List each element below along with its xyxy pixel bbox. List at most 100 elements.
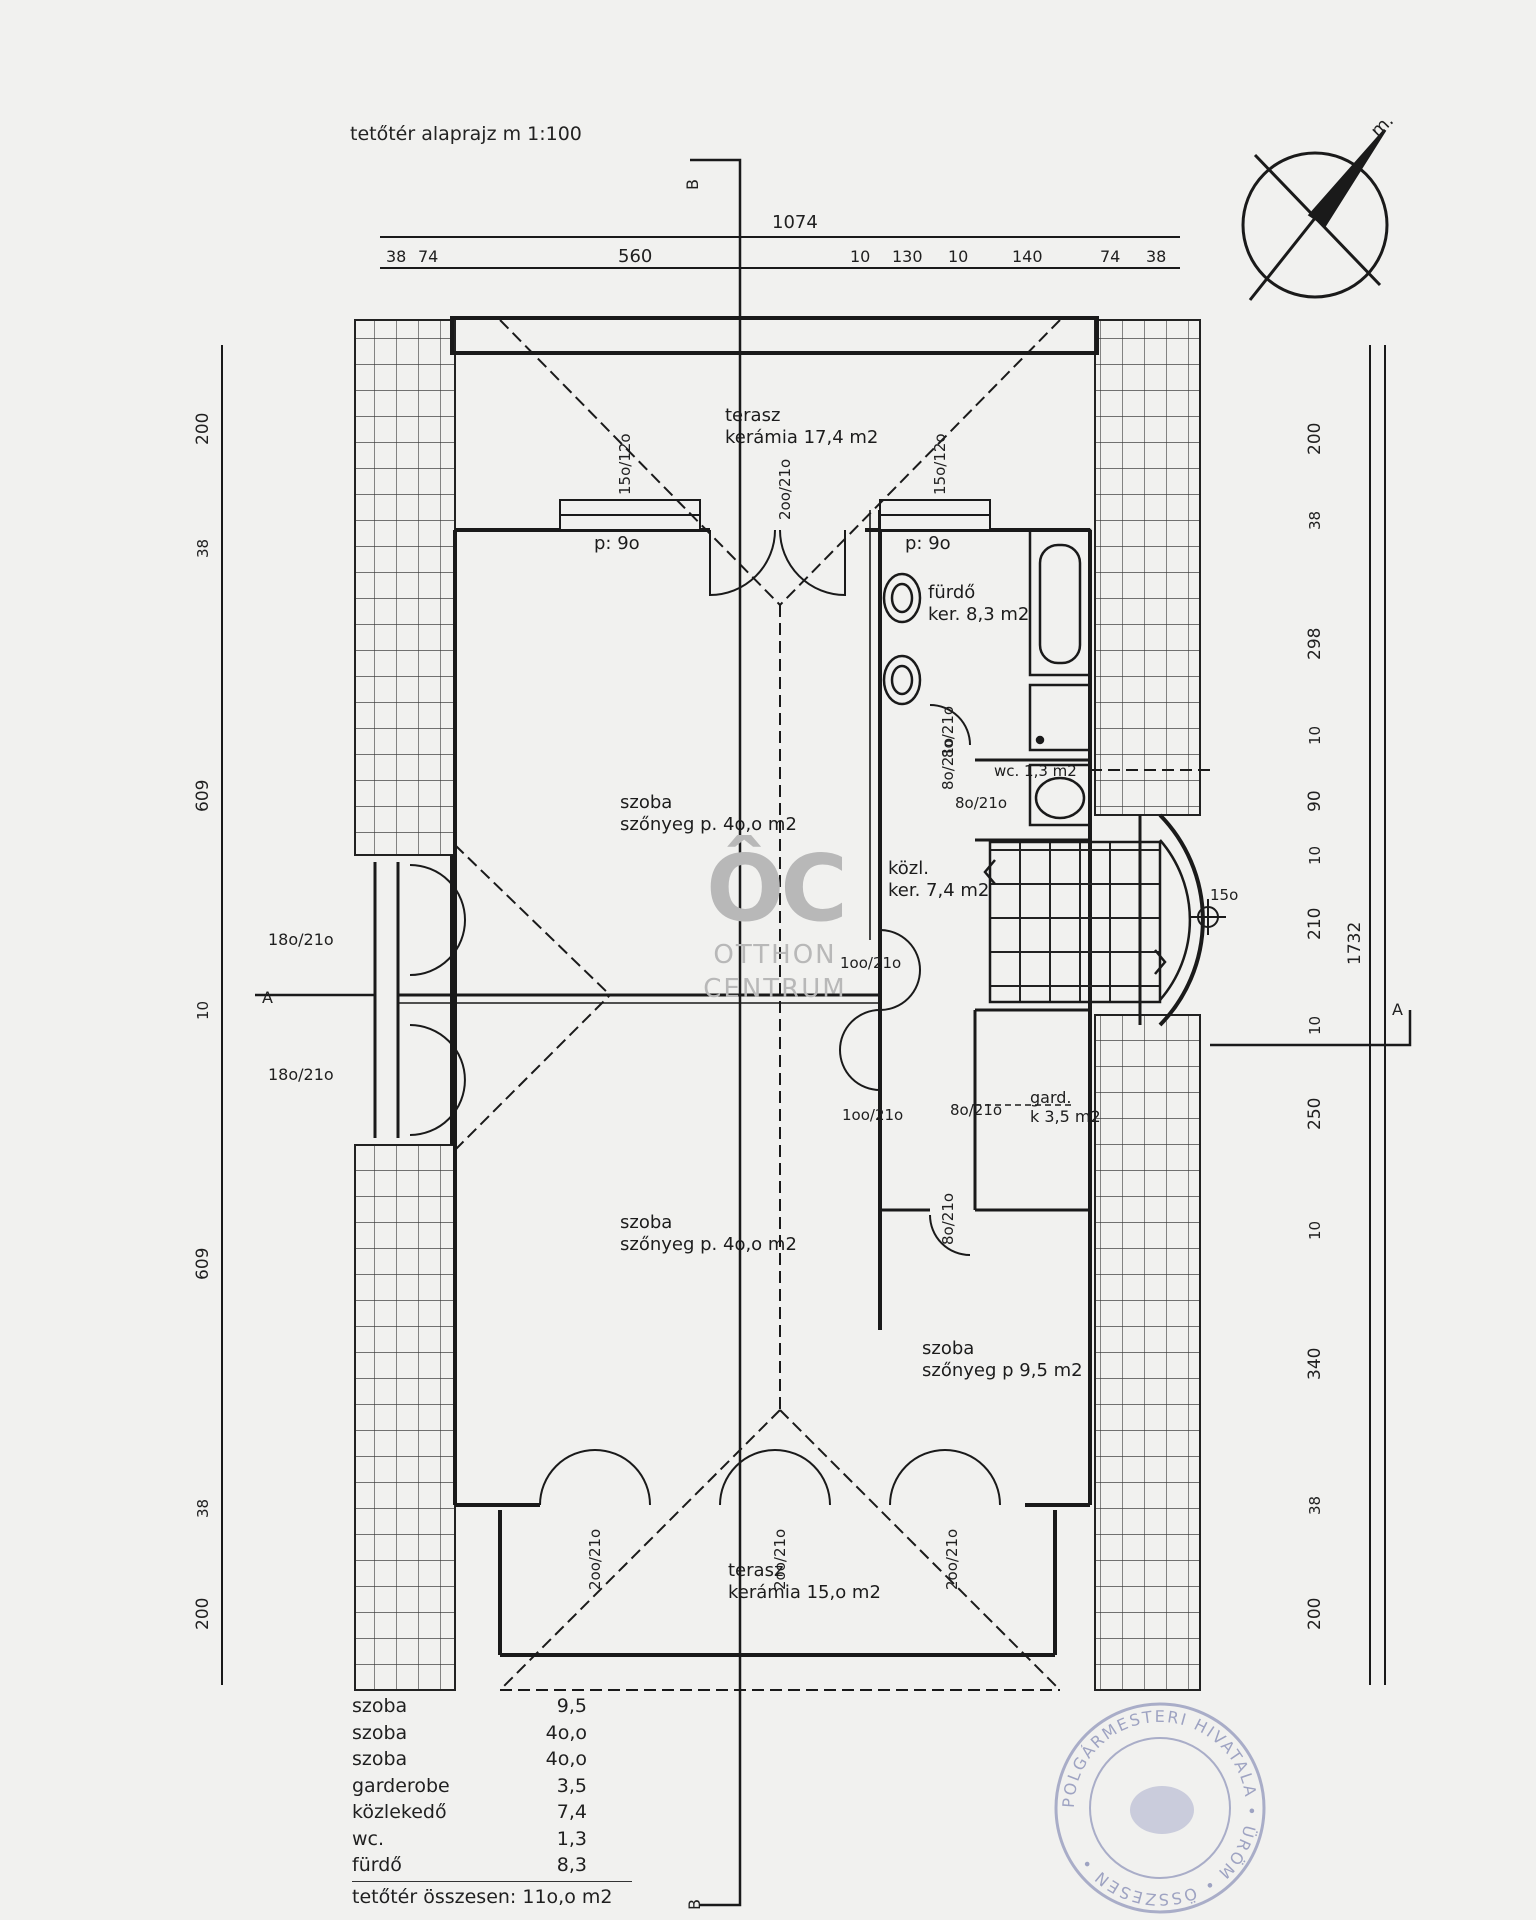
label-window-top-right: 15o/12o [931, 433, 949, 495]
room-bathroom: fürdő ker. 8,3 m2 [928, 582, 1029, 626]
room-top-floor: szőnyeg p. 4o,o m2 [620, 814, 797, 835]
room-corridor-name: közl. [888, 858, 929, 879]
room-corridor: közl. ker. 7,4 m2 [888, 858, 989, 902]
area-row: fürdő 8,3 [352, 1852, 587, 1879]
room-terrace-bottom: terasz kerámia 15,o m2 [728, 1560, 881, 1604]
label-door-wc-h: 8o/21o [955, 794, 1007, 812]
dim-top-total: 1074 [772, 212, 818, 233]
dim-right-seg-8: 250 [1305, 1098, 1325, 1130]
room-top: szoba szőnyeg p. 4o,o m2 [620, 792, 797, 836]
dimension-lines [221, 236, 1386, 1685]
area-table: szoba 9,5 szoba 4o,o szoba 4o,o garderob… [352, 1693, 632, 1908]
area-row: garderobe 3,5 [352, 1773, 587, 1800]
dim-right-seg-12: 200 [1305, 1598, 1325, 1630]
dim-right-seg-9: 10 [1306, 1221, 1324, 1240]
area-row: szoba 4o,o [352, 1720, 587, 1747]
room-bottom: szoba szőnyeg p. 4o,o m2 [620, 1212, 797, 1256]
dim-top-seg-7: 74 [1100, 247, 1120, 266]
ridge-lines [454, 319, 1215, 1691]
area-room: fürdő [352, 1854, 402, 1876]
label-door-wc-v: 8o/21o [939, 738, 957, 790]
stair-center-mark [1190, 899, 1226, 935]
area-room: garderobe [352, 1774, 450, 1797]
label-door-bottom-1: 2oo/21o [586, 1529, 604, 1590]
dim-left-seg-6: 200 [193, 1598, 213, 1630]
bathroom-fixtures [882, 528, 1092, 827]
north-label: m. [1367, 110, 1398, 141]
staircase [983, 813, 1205, 1027]
area-room: szoba [352, 1695, 408, 1717]
room-terrace-bottom-name: terasz [728, 1560, 784, 1581]
label-door-room-bottom: 1oo/21o [842, 1106, 903, 1124]
dim-right-seg-0: 200 [1305, 423, 1325, 455]
area-row: szoba 4o,o [352, 1746, 587, 1773]
area-value: 8,3 [556, 1854, 587, 1876]
room-top-name: szoba [620, 792, 673, 813]
room-bathroom-floor: ker. 8,3 m2 [928, 604, 1030, 625]
dim-right-seg-7: 10 [1306, 1016, 1324, 1035]
dim-left-seg-4: 609 [193, 1248, 213, 1280]
area-value: 7,4 [556, 1801, 587, 1823]
dim-top-segments: 38 74 560 10 130 10 140 74 38 [386, 246, 1166, 267]
area-row: wc. 1,3 [352, 1826, 587, 1853]
room-wardrobe-floor: k 3,5 m2 [1030, 1107, 1101, 1126]
area-room: wc. [352, 1827, 385, 1850]
watermark: ÔC OTTHON CENTRUM [700, 840, 850, 1006]
label-door-bottom-2: 2oo/21o [771, 1529, 789, 1590]
area-value: 4o,o [545, 1748, 587, 1770]
dim-top-seg-8: 38 [1146, 247, 1166, 266]
section-letters: A A B B [262, 179, 1403, 1910]
dim-right-seg-2: 298 [1305, 628, 1325, 660]
section-a-left: A [262, 988, 273, 1007]
room-corridor-floor: ker. 7,4 m2 [888, 880, 990, 901]
roof-tiles [354, 319, 1201, 1691]
dim-right-seg-3: 10 [1306, 726, 1324, 745]
dim-right-seg-11: 38 [1306, 1496, 1324, 1515]
label-door-bath: 8o/21o [939, 706, 957, 758]
label-stair-radius: 15o [1210, 886, 1238, 904]
parapet-bathroom: p: 9o [905, 533, 951, 554]
label-door-room-top: 1oo/21o [840, 954, 901, 972]
room-small-floor: szőnyeg p 9,5 m2 [922, 1360, 1083, 1381]
label-window-top-left: 15o/12o [616, 433, 634, 495]
section-a-right: A [1392, 1000, 1403, 1019]
label-door-small-room: 8o/21o [939, 1193, 957, 1245]
dim-right-seg-10: 340 [1305, 1348, 1325, 1380]
dim-left-seg-2: 609 [193, 780, 213, 812]
room-terrace-bottom-floor: kerámia 15,o m2 [728, 1582, 881, 1603]
area-value: 1,3 [556, 1827, 587, 1850]
parapet-room-top: p: 9o [594, 533, 640, 554]
room-wardrobe: gard. k 3,5 m2 [1030, 1088, 1101, 1126]
dim-left-segments: 200 38 609 10 609 38 200 [193, 413, 213, 1630]
room-terrace-top-name: terasz [725, 405, 781, 426]
dim-right-total: 1732 [1345, 922, 1365, 965]
label-door-wardrobe: 8o/21o [950, 1101, 1002, 1119]
dim-top-seg-0: 38 [386, 247, 406, 266]
room-bottom-name: szoba [620, 1212, 673, 1233]
dim-left-seg-1: 38 [194, 539, 212, 558]
area-value: 4o,o [545, 1721, 587, 1744]
dim-left-seg-3: 10 [194, 1001, 212, 1020]
watermark-line-1: OTTHON [713, 940, 837, 970]
area-room: szoba [352, 1748, 408, 1770]
dim-right-seg-5: 10 [1306, 846, 1324, 865]
room-small-name: szoba [922, 1338, 975, 1359]
label-door-top-terrace: 2oo/21o [776, 459, 794, 520]
room-wc: wc. 1,3 m2 [994, 762, 1077, 780]
dim-right-seg-1: 38 [1306, 511, 1324, 530]
room-terrace-top-floor: kerámia 17,4 m2 [725, 427, 879, 448]
room-small: szoba szőnyeg p 9,5 m2 [922, 1338, 1083, 1382]
label-window-left-1: 18o/21o [268, 930, 334, 949]
page-title: tetőtér alaprajz m 1:100 [350, 123, 582, 145]
room-terrace-top: terasz kerámia 17,4 m2 [725, 405, 878, 449]
area-value: 9,5 [556, 1695, 587, 1717]
section-b-top: B [683, 179, 702, 190]
room-wardrobe-name: gard. [1030, 1088, 1072, 1107]
watermark-logo: ÔC [706, 835, 848, 942]
dim-top-seg-5: 10 [948, 247, 968, 266]
dim-top-seg-4: 130 [892, 247, 923, 266]
dim-right-segments: 200 38 298 10 90 10 210 10 250 10 340 38… [1305, 423, 1325, 1630]
area-row: szoba 9,5 [352, 1693, 587, 1720]
official-stamp: POLGÁRMESTERI HIVATALA • ÜRÖM • ÖSSZESEN… [1054, 1702, 1266, 1914]
